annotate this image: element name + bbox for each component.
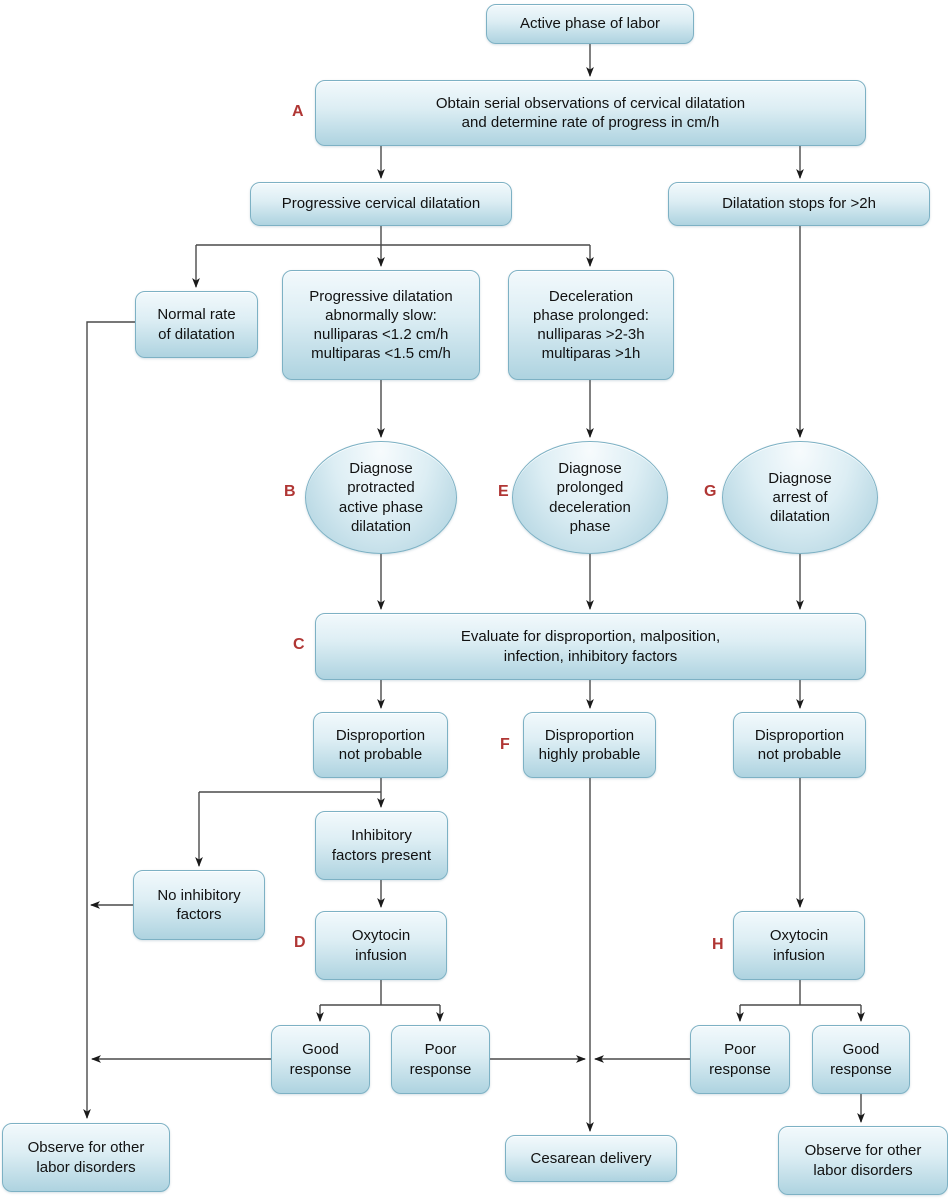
node-label: response bbox=[709, 1060, 771, 1078]
node-progressive-cervical-dilatation: Progressive cervical dilatation bbox=[250, 182, 512, 226]
node-label: Poor bbox=[424, 1041, 457, 1059]
node-label: nulliparas <1.2 cm/h bbox=[313, 326, 449, 343]
node-label: phase prolonged: bbox=[533, 306, 649, 324]
node-progressive-dilatation-abnormally-slow: Progressive dilatation abnormally slow: … bbox=[282, 270, 480, 380]
node-label: not probable bbox=[757, 746, 842, 763]
node-observe-other-labor-disorders-right: Observe for other labor disorders bbox=[778, 1126, 948, 1195]
node-label: dilatation bbox=[350, 517, 412, 535]
node-label: infusion bbox=[355, 946, 407, 964]
node-label: Observe for other bbox=[804, 1142, 922, 1160]
node-oxytocin-infusion-d: Oxytocin infusion bbox=[315, 911, 447, 980]
node-evaluate-for-disproportion: Evaluate for disproportion, malposition,… bbox=[315, 613, 866, 680]
node-label: Diagnose bbox=[768, 469, 832, 487]
node-label: Cesarean delivery bbox=[530, 1149, 652, 1167]
node-label: Oxytocin bbox=[769, 927, 829, 945]
step-letter-a: A bbox=[292, 103, 304, 120]
node-observe-other-labor-disorders-left: Observe for other labor disorders bbox=[2, 1123, 170, 1192]
node-dilatation-stops: Dilatation stops for >2h bbox=[668, 182, 930, 226]
node-label: Obtain serial observations of cervical d… bbox=[435, 94, 746, 112]
node-label: Progressive dilatation bbox=[309, 287, 453, 305]
node-label: abnormally slow: bbox=[325, 306, 437, 324]
node-label: factors bbox=[176, 906, 222, 923]
node-disproportion-not-probable-right: Disproportion not probable bbox=[733, 712, 866, 778]
step-letter-g: G bbox=[704, 483, 717, 500]
step-letter-h: H bbox=[712, 936, 724, 953]
node-normal-rate-of-dilatation: Normal rate of dilatation bbox=[135, 291, 258, 358]
node-diagnose-protracted-active-phase-dilatation: Diagnose protracted active phase dilatat… bbox=[305, 441, 457, 554]
node-deceleration-phase-prolonged: Deceleration phase prolonged: nulliparas… bbox=[508, 270, 674, 380]
node-diagnose-prolonged-deceleration-phase: Diagnose prolonged deceleration phase bbox=[512, 441, 668, 554]
node-label: dilatation bbox=[769, 508, 831, 526]
node-label: multiparas <1.5 cm/h bbox=[311, 345, 451, 363]
node-inhibitory-factors-present: Inhibitory factors present bbox=[315, 811, 448, 880]
node-label: arrest of bbox=[772, 488, 828, 506]
node-label: labor disorders bbox=[36, 1158, 136, 1176]
node-label: prolonged bbox=[556, 479, 624, 497]
node-label: response bbox=[830, 1060, 892, 1078]
node-label: infusion bbox=[773, 946, 825, 964]
node-no-inhibitory-factors: No inhibitory factors bbox=[133, 870, 265, 940]
node-label: labor disorders bbox=[813, 1161, 913, 1179]
node-label: Active phase of labor bbox=[519, 15, 661, 33]
node-label: active phase bbox=[338, 498, 424, 516]
node-label: Good bbox=[302, 1041, 339, 1059]
node-diagnose-arrest-of-dilatation: Diagnose arrest of dilatation bbox=[722, 441, 878, 554]
node-poor-response-right: Poor response bbox=[690, 1025, 790, 1094]
node-label: response bbox=[409, 1060, 472, 1078]
node-label: Oxytocin bbox=[351, 927, 411, 945]
node-label: Disproportion bbox=[544, 726, 635, 744]
node-disproportion-not-probable-left: Disproportion not probable bbox=[313, 712, 448, 778]
node-good-response-left: Good response bbox=[271, 1025, 370, 1094]
node-oxytocin-infusion-h: Oxytocin infusion bbox=[733, 911, 865, 980]
node-label: Progressive cervical dilatation bbox=[281, 195, 481, 213]
node-label: multiparas >1h bbox=[541, 345, 641, 363]
node-obtain-serial-observations: Obtain serial observations of cervical d… bbox=[315, 80, 866, 146]
node-label: and determine rate of progress in cm/h bbox=[461, 114, 720, 131]
step-letter-b: B bbox=[284, 483, 296, 500]
node-label: Good bbox=[842, 1041, 880, 1059]
node-label: Disproportion bbox=[754, 726, 845, 744]
node-label: Normal rate bbox=[157, 306, 236, 324]
node-cesarean-delivery: Cesarean delivery bbox=[505, 1135, 677, 1182]
node-label: of dilatation bbox=[158, 325, 235, 343]
node-label: Poor bbox=[724, 1041, 756, 1059]
node-label: infection, inhibitory factors bbox=[503, 647, 678, 665]
node-label: Diagnose bbox=[558, 460, 622, 478]
node-poor-response-left: Poor response bbox=[391, 1025, 490, 1094]
node-label: Diagnose bbox=[349, 460, 413, 478]
node-good-response-right: Good response bbox=[812, 1025, 910, 1094]
node-label: Inhibitory bbox=[351, 827, 412, 845]
step-letter-c: C bbox=[293, 636, 305, 653]
step-letter-f: F bbox=[500, 736, 510, 753]
step-letter-d: D bbox=[294, 934, 306, 951]
node-label: Evaluate for disproportion, malposition, bbox=[460, 628, 721, 646]
node-label: protracted bbox=[347, 479, 415, 497]
node-label: Observe for other bbox=[27, 1139, 145, 1157]
node-label: Dilatation stops for >2h bbox=[722, 195, 876, 213]
node-label: highly probable bbox=[538, 746, 641, 763]
step-letter-e: E bbox=[498, 483, 509, 500]
node-label: factors present bbox=[331, 846, 432, 864]
node-label: response bbox=[289, 1060, 352, 1078]
node-label: No inhibitory bbox=[157, 886, 241, 904]
node-label: Deceleration bbox=[548, 287, 634, 305]
node-label: not probable bbox=[338, 746, 423, 763]
node-active-phase-of-labor: Active phase of labor bbox=[486, 4, 694, 44]
node-label: Disproportion bbox=[335, 726, 426, 744]
node-label: nulliparas >2-3h bbox=[537, 326, 645, 343]
node-label: deceleration bbox=[549, 498, 631, 516]
node-label: phase bbox=[569, 517, 611, 535]
node-disproportion-highly-probable: Disproportion highly probable bbox=[523, 712, 656, 778]
